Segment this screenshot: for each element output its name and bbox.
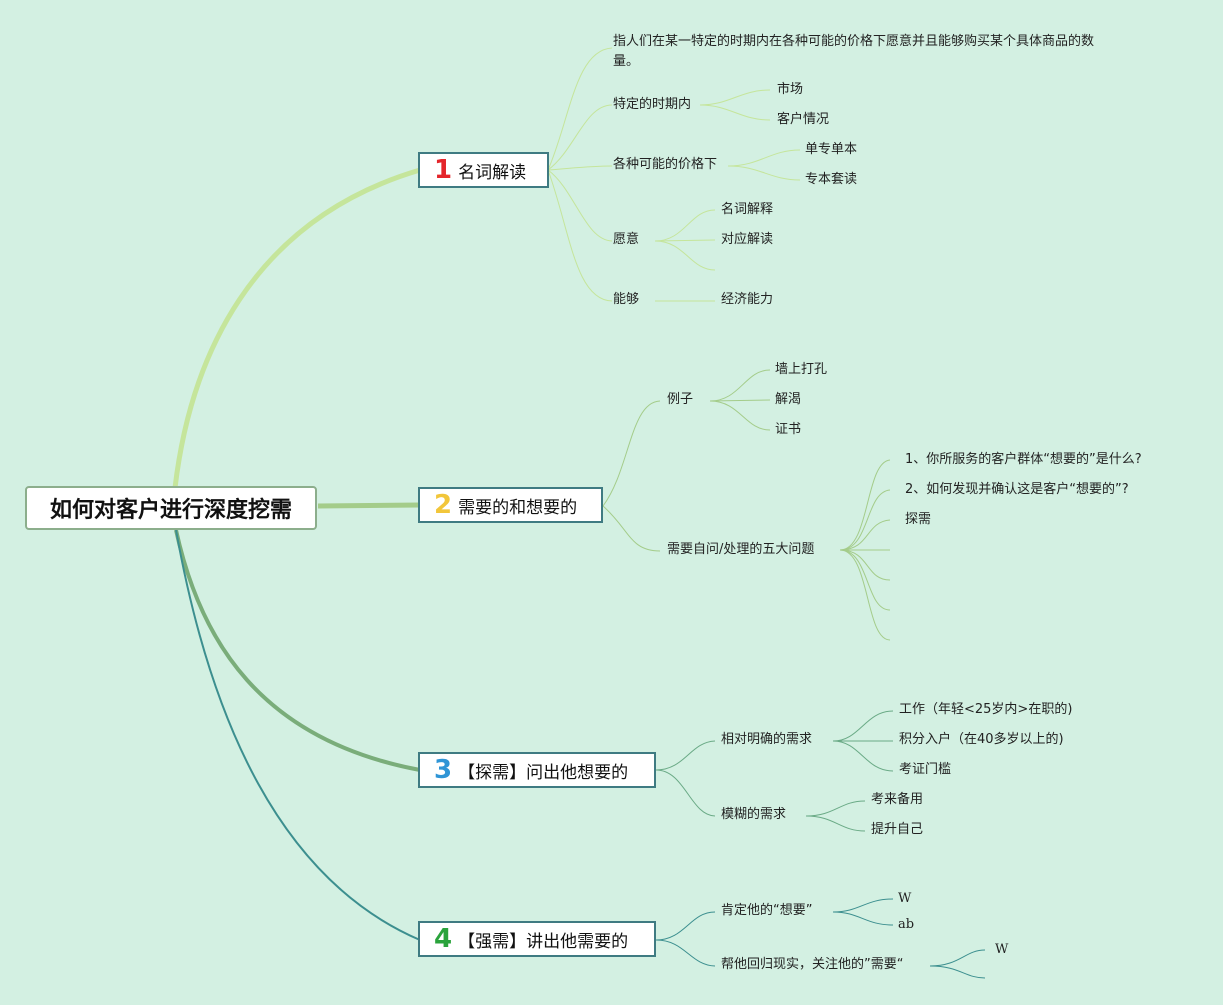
branch-4-sub-reality[interactable]: 帮他回归现实，关注他的”需要“ (721, 957, 904, 972)
branch-4-topic[interactable]: 4 【强需】讲出他需要的 (418, 921, 656, 957)
root-topic[interactable]: 如何对客户进行深度挖需 (25, 486, 317, 530)
branch-1-sub-able[interactable]: 能够 (613, 292, 640, 307)
branch-2-question-3[interactable]: 探需 (905, 512, 932, 527)
branch-2-example-wall[interactable]: 墙上打孔 (775, 362, 828, 377)
branch-3-sub-vague-needs[interactable]: 模糊的需求 (721, 807, 787, 822)
branch-1-sub-period[interactable]: 特定的时期内 (613, 97, 692, 112)
branch-1-sub-willing-interpretation[interactable]: 对应解读 (721, 232, 774, 247)
branch-4-affirm-w[interactable]: W (898, 891, 912, 906)
branch-3-clear-hukou[interactable]: 积分入户（在40多岁以上的) (899, 732, 1064, 747)
branch-1-number: 1 (434, 155, 453, 185)
branch-3-clear-work[interactable]: 工作（年轻<25岁内>在职的) (899, 702, 1073, 717)
main-branch-line-1 (172, 167, 421, 489)
branch-2-topic[interactable]: 2 需要的和想要的 (418, 487, 603, 523)
branch-1-sub-willing[interactable]: 愿意 (613, 232, 640, 247)
branch-1-sub-price-package[interactable]: 专本套读 (805, 172, 858, 187)
branch-2-example-thirst[interactable]: 解渴 (775, 392, 802, 407)
branch-4-reality-w[interactable]: W (995, 942, 1009, 957)
branch-3-clear-cert[interactable]: 考证门槛 (899, 762, 952, 777)
branch-2-label: 需要的和想要的 (458, 497, 578, 518)
branch-1-sub-period-customer[interactable]: 客户情况 (777, 112, 830, 127)
branch-1-label: 名词解读 (458, 162, 527, 183)
main-branch-line-4 (175, 529, 421, 941)
branch-3-label: 【探需】问出他想要的 (458, 762, 629, 783)
branch-3-topic[interactable]: 3 【探需】问出他想要的 (418, 752, 656, 788)
branch-4-sub-affirm[interactable]: 肯定他的“想要” (721, 903, 813, 918)
branch-2-question-2[interactable]: 2、如何发现并确认这是客户“想要的”? (905, 482, 1129, 497)
main-branch-line-2 (317, 502, 421, 509)
branch-4-number: 4 (434, 924, 453, 954)
branch-2-number: 2 (434, 490, 453, 520)
branch-2-sub-examples[interactable]: 例子 (667, 392, 694, 407)
branch-1-topic[interactable]: 1 名词解读 (418, 152, 549, 188)
branch-1-sub-price-single[interactable]: 单专单本 (805, 142, 858, 157)
branch-1-definition[interactable]: 指人们在某一特定的时期内在各种可能的价格下愿意并且能够购买某个具体商品的数量。 (613, 34, 1095, 69)
branch-4-label: 【强需】讲出他需要的 (458, 931, 629, 952)
branch-1-sub-price[interactable]: 各种可能的价格下 (613, 157, 718, 172)
branch-1-sub-willing-definition[interactable]: 名词解释 (721, 202, 774, 217)
branch-1-sub-able-economic[interactable]: 经济能力 (721, 292, 774, 307)
branch-4-affirm-ab[interactable]: ab (898, 917, 915, 932)
branch-3-number: 3 (434, 755, 453, 785)
branch-3-sub-clear-needs[interactable]: 相对明确的需求 (721, 732, 813, 747)
branch-2-example-certificate[interactable]: 证书 (775, 422, 802, 437)
branch-3-vague-improve[interactable]: 提升自己 (871, 822, 924, 837)
branch-3-vague-backup[interactable]: 考来备用 (871, 792, 924, 807)
branch-2-sub-five-questions[interactable]: 需要自问/处理的五大问题 (667, 542, 815, 557)
root-topic-label: 如何对客户进行深度挖需 (49, 498, 292, 523)
branch-2-question-1[interactable]: 1、你所服务的客户群体“想要的”是什么? (905, 452, 1142, 467)
main-branch-line-3 (174, 529, 421, 772)
branch-1-sub-period-market[interactable]: 市场 (777, 82, 804, 97)
